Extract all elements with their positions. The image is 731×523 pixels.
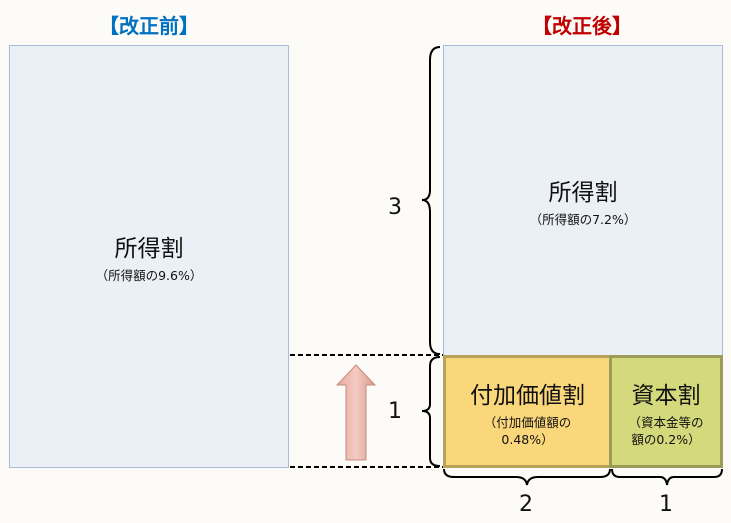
capital-sub1: （資本金等の <box>628 414 704 430</box>
ratio-capital: 1 <box>659 492 673 517</box>
ratio-value-added: 2 <box>519 492 533 517</box>
brace-bottom <box>421 356 441 467</box>
after-income-sub: （所得額の7.2%） <box>529 212 637 227</box>
value-added-sub1: （付加価値額の <box>483 414 572 430</box>
capital-label: 資本割 <box>631 382 701 409</box>
before-income-box: 所得割 （所得額の9.6%） <box>9 45 289 468</box>
capital-sub2: 額の0.2%） <box>631 431 701 447</box>
brace-value-added <box>443 468 611 486</box>
value-added-label: 付加価値割 <box>470 382 585 409</box>
brace-capital <box>611 468 723 486</box>
ratio-bottom: 1 <box>388 399 402 424</box>
ratio-income: 3 <box>388 195 402 220</box>
value-added-box: 付加価値割 （付加価値額の 0.48%） <box>443 355 612 468</box>
capital-box: 資本割 （資本金等の 額の0.2%） <box>609 355 723 468</box>
before-income-sub: （所得額の9.6%） <box>95 268 203 283</box>
before-income-label: 所得割 <box>114 236 184 262</box>
after-income-label: 所得割 <box>548 180 618 206</box>
after-income-box: 所得割 （所得額の7.2%） <box>443 45 723 356</box>
before-title: 【改正前】 <box>99 14 199 38</box>
up-arrow-icon <box>335 364 377 461</box>
after-title: 【改正後】 <box>532 14 632 38</box>
brace-income <box>421 46 441 355</box>
value-added-sub2: 0.48%） <box>501 431 554 447</box>
